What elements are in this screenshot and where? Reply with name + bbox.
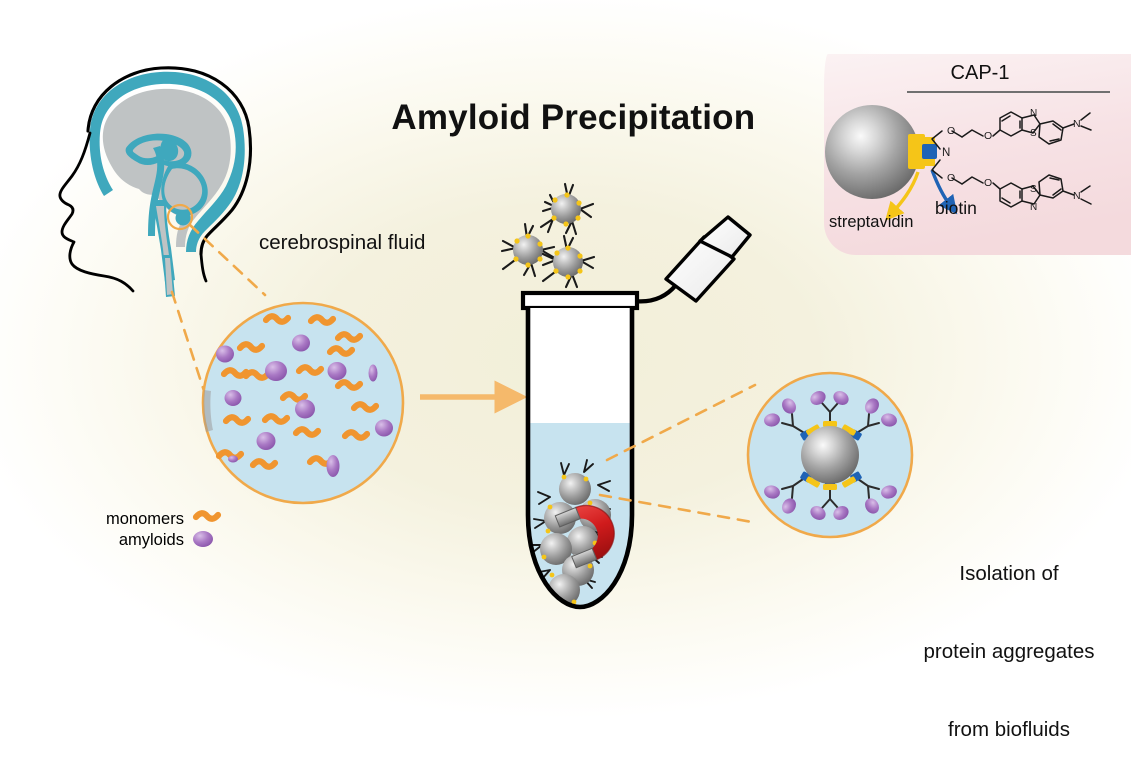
svg-text:N: N (1073, 190, 1081, 202)
tube-outline (525, 308, 635, 610)
streptavidin-arrow[interactable] (885, 171, 920, 221)
right-caption-line-2: protein aggregates (923, 640, 1095, 663)
legend-item-monomers: monomers (106, 509, 184, 530)
legend-item-amyloids: amyloids (106, 530, 184, 551)
free-bead-2 (500, 222, 556, 278)
zoom-bead (801, 426, 859, 484)
head-brain-illustration (58, 66, 253, 297)
streptavidin-bottom (919, 158, 935, 166)
cisterna-magna-marker (166, 203, 194, 231)
legend-label-amyloids: amyloids (118, 531, 184, 549)
probe-top (810, 391, 849, 432)
csf-circle-panel (201, 301, 405, 505)
svg-text:O: O (947, 125, 955, 137)
monomer-glyph (192, 510, 222, 522)
probe-lower-right (841, 471, 897, 514)
leader-lines-brain-to-csf (170, 223, 267, 427)
capture-probes (764, 391, 897, 520)
skull-outline (86, 66, 253, 256)
tube-rim (520, 290, 640, 311)
legend: monomers amyloids (106, 509, 184, 551)
ventricle-channel (148, 146, 165, 236)
svg-text:O: O (984, 130, 992, 142)
right-caption-line-3: from biofluids (948, 718, 1070, 741)
svg-text:N: N (1030, 108, 1037, 119)
free-bead-1 (539, 182, 595, 236)
svg-text:O: O (984, 177, 992, 189)
leader-line-top (188, 223, 267, 297)
zoom-leader-bottom (598, 493, 754, 524)
amyloid-glyph (193, 531, 213, 547)
cap1-title: CAP-1 (950, 62, 1010, 84)
biotin-label: biotin (935, 198, 977, 218)
svg-text:N: N (1030, 202, 1037, 213)
cap1-chemical-structure: N O O N S N (931, 108, 1092, 213)
leader-lines-tube-to-zoom (598, 383, 757, 524)
right-caption: Isolation of protein aggregates from bio… (897, 509, 1121, 758)
streptavidin-label: streptavidin (829, 213, 914, 231)
probe-upper-left (764, 398, 821, 441)
midbrain (159, 139, 179, 161)
cap1-bead (825, 105, 919, 199)
spinal-cord (165, 258, 173, 295)
probe-lower-left (764, 471, 821, 514)
cisterna-magna-fill (175, 210, 191, 226)
free-bead-3 (541, 234, 596, 289)
microcentrifuge-tube (520, 215, 752, 610)
svg-text:S: S (1030, 184, 1037, 195)
svg-text:N: N (1073, 118, 1081, 130)
csf-monomers (215, 313, 380, 470)
right-caption-line-1: Isolation of (959, 562, 1059, 585)
face-profile (58, 131, 135, 293)
cap1-inset-panel: N O O N S N (824, 54, 1131, 255)
zoom-leader-top (605, 383, 757, 462)
svg-text:S: S (1030, 128, 1037, 139)
tube-hinge (631, 282, 679, 304)
free-beads-group (500, 182, 596, 289)
legend-label-monomers: monomers (106, 510, 184, 528)
svg-text:O: O (947, 172, 955, 184)
legend-glyphs (192, 510, 222, 547)
tube-contents (528, 423, 632, 605)
csf-amyloids (216, 334, 393, 477)
tube-cap-lid (664, 215, 752, 303)
svg-text:N: N (942, 147, 950, 159)
streptavidin-top (919, 137, 935, 145)
cerebellum-tissue (164, 168, 203, 210)
leader-line-bottom (170, 290, 217, 427)
horseshoe-magnet[interactable] (554, 497, 622, 569)
figure-title: Amyloid Precipitation (0, 58, 1131, 178)
zoom-circle-panel (746, 371, 914, 539)
neck-back (199, 252, 208, 283)
biotin-block (922, 144, 937, 159)
figure-title-text: Amyloid Precipitation (391, 98, 756, 137)
csf-label: cerebrospinal fluid (259, 231, 426, 254)
csf-circle-shadow (203, 390, 213, 432)
biotin-arrow[interactable] (930, 169, 958, 215)
